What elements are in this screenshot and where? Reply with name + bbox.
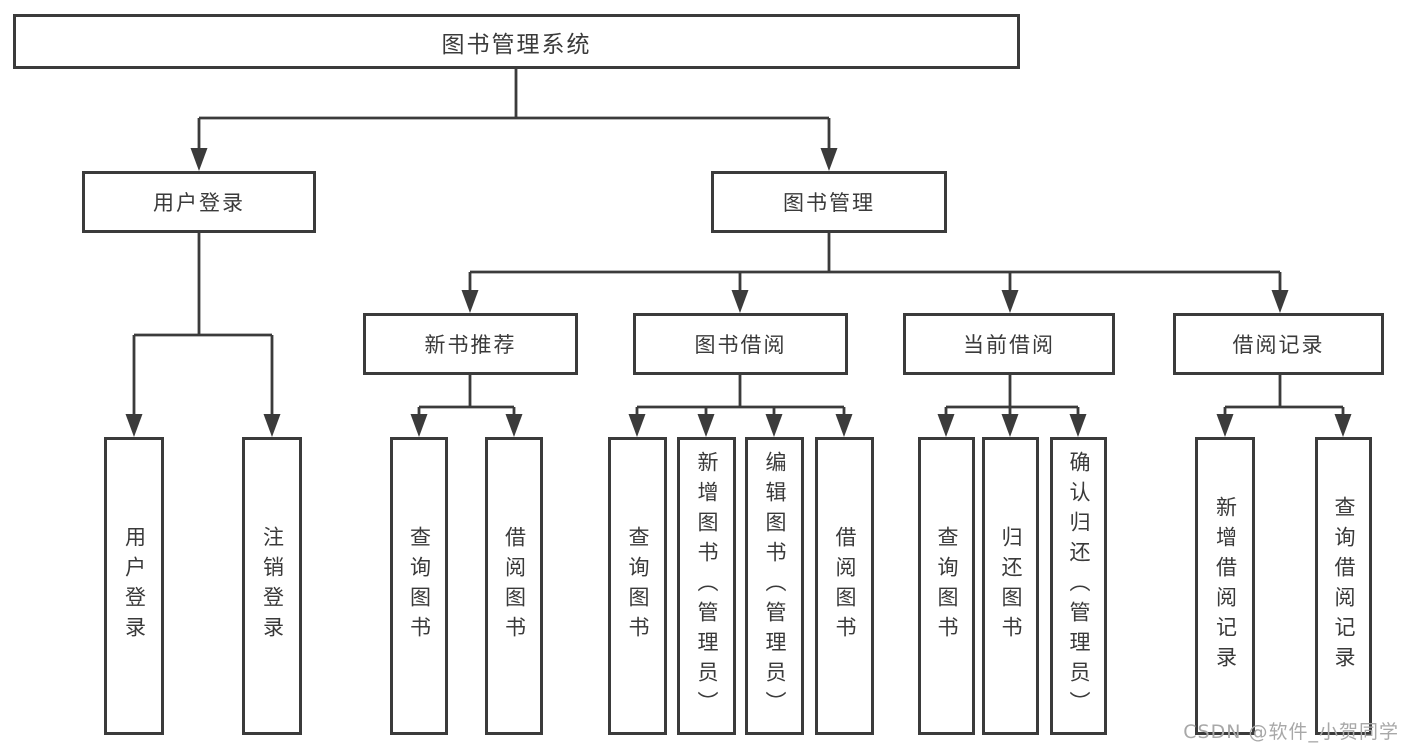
node-library-management-system: 图书管理系统 (13, 14, 1020, 69)
node-label: 图书管理 (783, 191, 875, 215)
node-label: 编辑图书（管理员） (763, 451, 787, 721)
node-label: 新增图书（管理员） (695, 451, 719, 721)
node-label: 查询图书 (935, 526, 959, 646)
node-current-borrow: 当前借阅 (903, 313, 1115, 375)
node-label: 当前借阅 (963, 333, 1055, 357)
node-label: 新书推荐 (424, 333, 517, 357)
node-label: 归还图书 (999, 526, 1023, 646)
leaf-query-books-recommend: 查询图书 (390, 437, 448, 735)
leaf-query-books-current: 查询图书 (918, 437, 975, 735)
node-label: 借阅图书 (833, 526, 857, 646)
node-borrow-records: 借阅记录 (1173, 313, 1384, 375)
leaf-query-books-borrow: 查询图书 (608, 437, 667, 735)
leaf-add-books-admin: 新增图书（管理员） (677, 437, 736, 735)
node-label: 注销登录 (260, 526, 285, 646)
leaf-confirm-return-admin: 确认归还（管理员） (1050, 437, 1107, 735)
node-label: 新增借阅记录 (1213, 496, 1238, 676)
node-new-book-recommend: 新书推荐 (363, 313, 578, 375)
node-book-management: 图书管理 (711, 171, 947, 233)
node-label: 查询图书 (407, 526, 432, 646)
node-label: 图书借阅 (694, 333, 787, 357)
leaf-borrow-books: 借阅图书 (815, 437, 874, 735)
node-label: 查询图书 (626, 526, 650, 646)
csdn-watermark: CSDN @软件_小贺同学 (1183, 721, 1399, 743)
leaf-return-books: 归还图书 (982, 437, 1039, 735)
leaf-add-borrow-record: 新增借阅记录 (1195, 437, 1255, 735)
node-label: 借阅图书 (502, 526, 527, 646)
leaf-logout: 注销登录 (242, 437, 302, 735)
node-label: 用户登录 (153, 191, 245, 215)
node-label: 查询借阅记录 (1332, 496, 1356, 676)
leaf-user-login: 用户登录 (104, 437, 164, 735)
node-label: 借阅记录 (1232, 333, 1325, 357)
node-book-borrow: 图书借阅 (633, 313, 848, 375)
leaf-query-borrow-record: 查询借阅记录 (1315, 437, 1372, 735)
leaf-borrow-books-recommend: 借阅图书 (485, 437, 543, 735)
node-label: 用户登录 (122, 526, 147, 646)
node-label: 图书管理系统 (441, 31, 592, 58)
node-user-login: 用户登录 (82, 171, 316, 233)
leaf-edit-books-admin: 编辑图书（管理员） (745, 437, 804, 735)
node-label: 确认归还（管理员） (1067, 451, 1091, 721)
